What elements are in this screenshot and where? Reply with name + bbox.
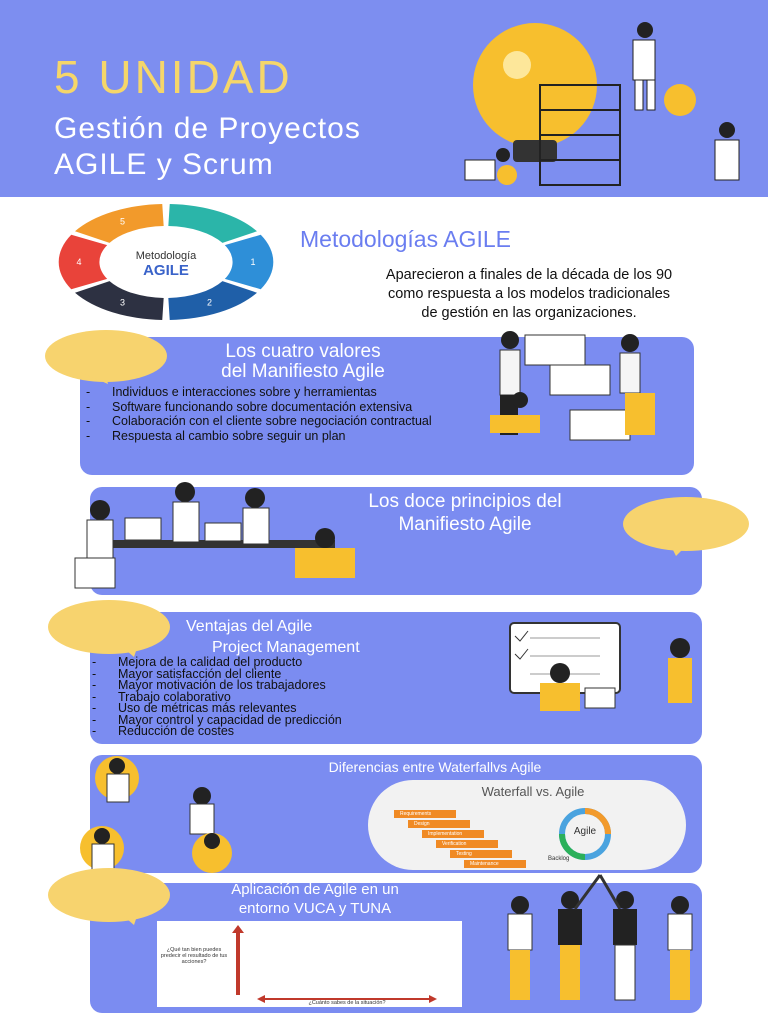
agile-section-title: Metodologías AGILE: [300, 226, 511, 252]
list-item: Uso de métricas más relevantes: [88, 702, 448, 715]
vuca-card-head: INCIERTO: [376, 964, 406, 970]
list-item: Individuos e interacciones sobre y herra…: [82, 385, 502, 400]
principles-title: Los doce principios del Manifiesto Agile: [300, 490, 630, 536]
horizontal-arrow-icon: [257, 995, 437, 1003]
agile-center-label: Agile: [573, 826, 597, 837]
cycle-center-label: Metodología: [136, 250, 197, 262]
advantages-title: Ventajas del Agile Project Management: [180, 616, 430, 658]
list-item: Respuesta al cambio sobre seguir un plan: [82, 429, 502, 444]
vuca-question-bottom: ¿Cuánto sabes de la situación?: [308, 1000, 386, 1006]
cycle-segment: [75, 281, 164, 320]
differences-title: Diferencias entre Waterfallvs Agile: [328, 759, 542, 775]
list-item: Reducción de costes: [88, 725, 448, 738]
waterfall-step: Requirements: [394, 810, 456, 818]
vuca-title-line-1: Aplicación de Agile en un: [231, 881, 399, 898]
cycle-center-title: AGILE: [143, 262, 189, 279]
list-item: Software funcionando sobre documentación…: [82, 400, 502, 415]
lightbulb-team-illustration: [464, 22, 740, 186]
vuca-question-left: ¿Qué tan bien puedes predecir el resulta…: [160, 947, 228, 965]
people-phones-illustration: [80, 756, 232, 873]
speech-bubble: [48, 600, 170, 654]
advantages-list: Mejora de la calidad del producto Mayor …: [88, 656, 448, 738]
vertical-arrow-icon: [232, 925, 244, 995]
waterfall-step: Implementation: [422, 830, 484, 838]
people-building-blocks-illustration: [490, 331, 655, 441]
advantages-title-line-1: Ventajas del Agile: [186, 618, 313, 635]
vuca-card-volatile: VOLÁTIL Gran velocidad en cambios de las…: [347, 926, 435, 958]
presentation-board-illustration: [509, 622, 692, 711]
diagram-title: Waterfall vs. Agile: [481, 784, 585, 799]
cycle-segment-number: 1: [250, 257, 255, 267]
vuca-card-head: AMBIGUO: [285, 964, 315, 970]
cycle-segment-number: 5: [120, 216, 125, 226]
speech-bubble-tail: [120, 913, 138, 925]
vuca-matrix: ¿Qué tan bien puedes predecir el resulta…: [157, 921, 462, 1007]
waterfall-step: Maintenance: [464, 860, 526, 868]
speech-bubble-tail: [80, 372, 108, 384]
vuca-card-head: COMPLEJO: [283, 929, 317, 935]
waterfall-step: Testing: [450, 850, 512, 858]
team-high-five-illustration: [507, 874, 693, 1001]
page-subtitle-line1: Gestión de Proyectos: [54, 112, 361, 145]
speech-bubble: [48, 868, 170, 922]
page-subtitle-line2: AGILE y Scrum: [54, 148, 274, 181]
agile-body-line-3: de gestión en las organizaciones.: [421, 305, 637, 321]
speech-bubble: [623, 497, 749, 551]
list-item: Colaboración con el cliente sobre negoci…: [82, 414, 502, 429]
vuca-card-complex: COMPLEJO Muchas partes y variables inter…: [256, 926, 344, 958]
principles-title-line-1: Los doce principios del: [368, 491, 562, 512]
list-item: Mejora de la calidad del producto: [88, 656, 448, 669]
agile-backlog-label: Backlog: [548, 856, 570, 862]
vuca-title: Aplicación de Agile en un entorno VUCA y…: [165, 880, 465, 918]
speech-bubble-tail: [120, 645, 138, 657]
list-item: Mayor satisfacción del cliente: [88, 668, 448, 681]
lightbulb-icon: [473, 23, 597, 147]
cycle-segment-number: 4: [77, 257, 82, 267]
waterfall-step: Design: [408, 820, 470, 828]
values-title-line-2: del Manifiesto Agile: [221, 361, 385, 382]
waterfall-step: Verification: [436, 840, 498, 848]
cycle-segment-number: 3: [120, 298, 125, 308]
agile-section-body: Aparecieron a finales de la década de lo…: [290, 266, 768, 323]
values-list: Individuos e interacciones sobre y herra…: [82, 385, 502, 443]
vuca-card-body: Gran velocidad en cambios de las variabl…: [350, 935, 432, 947]
vuca-card-body: No hay claridad entre las relaciones de …: [264, 970, 336, 982]
vuca-card-ambiguous: AMBIGUO No hay claridad entre las relaci…: [256, 961, 344, 993]
team-at-desk-illustration: [74, 482, 355, 589]
speech-bubble-tail: [670, 544, 688, 556]
cycle-segment: [75, 204, 164, 243]
cycle-segment: [58, 234, 108, 290]
advantages-title-line-2: Project Management: [212, 639, 360, 656]
cycle-segment: [168, 281, 257, 320]
agile-body-line-1: Aparecieron a finales de la década de lo…: [385, 267, 673, 283]
page-title: 5 UNIDAD: [54, 51, 293, 103]
cycle-segment: [168, 204, 257, 243]
vuca-title-line-2: entorno VUCA y TUNA: [238, 900, 392, 917]
speech-bubble: [45, 330, 167, 382]
values-title-line-1: Los cuatro valores: [225, 341, 381, 362]
principles-title-line-2: Manifiesto Agile: [398, 514, 532, 535]
vuca-card-uncertain: INCIERTO Existe una posibilidad pero no …: [347, 961, 435, 993]
list-item: Trabajo colaborativo: [88, 691, 448, 704]
list-item: Mayor control y capacidad de predicción: [88, 714, 448, 727]
agile-loop-icon: [559, 808, 611, 860]
list-item: Mayor motivación de los trabajadores: [88, 679, 448, 692]
cycle-center: [106, 230, 226, 294]
cycle-segment-number: 2: [207, 298, 212, 308]
vuca-card-body: Existe una posibilidad pero no una segur…: [350, 970, 432, 988]
vuca-card-body: Muchas partes y variables interconectada…: [265, 935, 335, 947]
vuca-card-head: VOLÁTIL: [378, 929, 404, 935]
cycle-segment: [224, 234, 274, 290]
agile-body-line-2: como respuesta a los modelos tradicional…: [387, 286, 671, 302]
values-title: Los cuatro valores del Manifiesto Agile: [168, 342, 438, 382]
